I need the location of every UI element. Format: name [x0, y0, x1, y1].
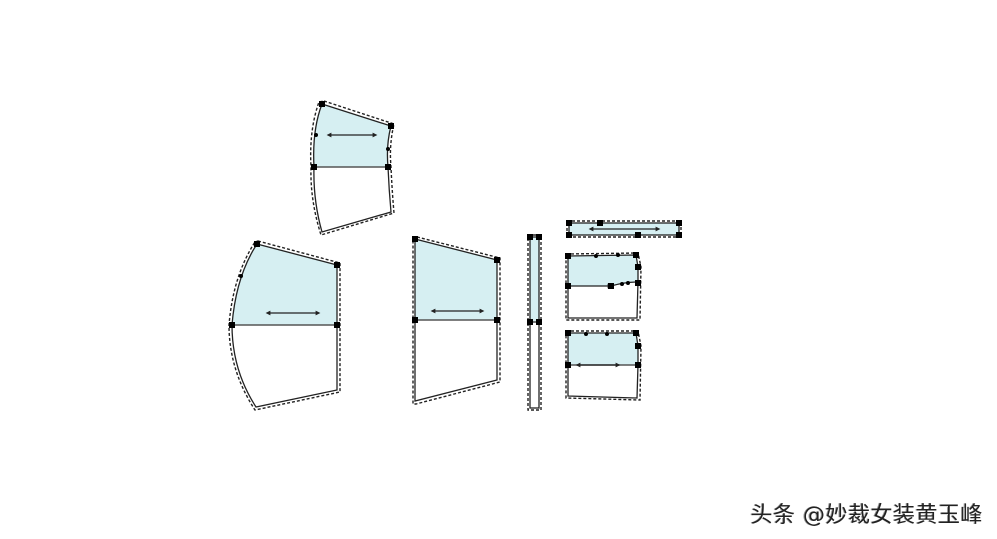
pattern-piece-3[interactable] — [412, 236, 501, 405]
pattern-piece-7[interactable] — [565, 330, 642, 401]
pattern-piece-6[interactable] — [565, 252, 642, 321]
pattern-piece-5[interactable] — [566, 220, 682, 238]
pattern-piece-1[interactable] — [310, 100, 395, 236]
pattern-piece-2[interactable] — [228, 240, 341, 411]
pattern-piece-4[interactable] — [527, 234, 542, 411]
watermark-text: 头条 @妙裁女装黄玉峰 — [750, 503, 983, 528]
